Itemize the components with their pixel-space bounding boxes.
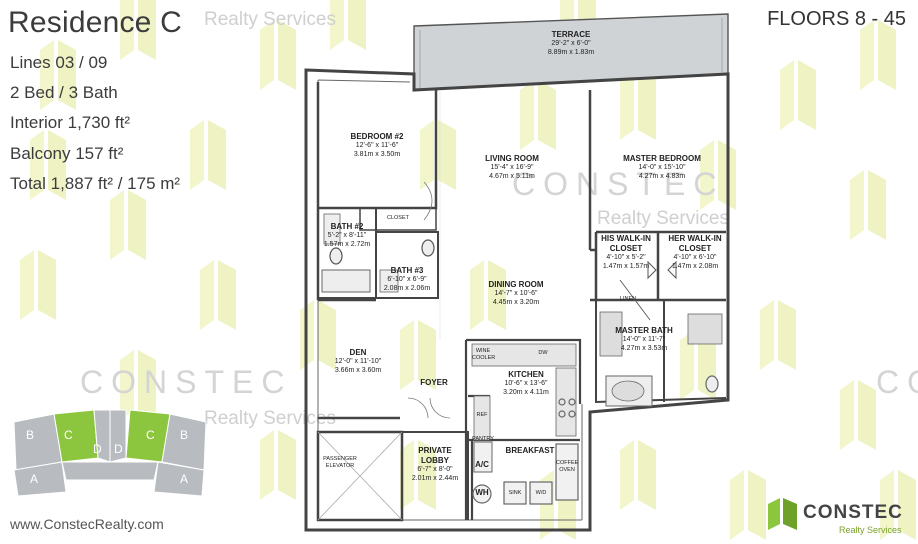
label-ref: REF [476, 412, 488, 418]
brand-subtitle: Realty Services [839, 525, 902, 535]
keyplan-label-d-right: D [114, 442, 123, 456]
brand-logo-icon [768, 498, 797, 530]
key-plan [13, 409, 207, 497]
floors-range: FLOORS 8 - 45 [767, 8, 906, 30]
bath-3-box [375, 231, 439, 299]
watermark-brand-2: CONSTEC [512, 166, 725, 202]
exterior-walls [304, 68, 730, 532]
label-sink: SINK [508, 490, 522, 496]
room-closet: CLOSET [386, 215, 409, 221]
label-wd: W/D [535, 490, 547, 496]
room-foyer: FOYER [420, 378, 448, 387]
brand-name: CONSTEC [803, 502, 903, 523]
keyplan-label-d-left: D [93, 442, 102, 456]
label-wh: WH [475, 488, 489, 497]
label-coffee-oven: COFFEE OVEN [556, 460, 579, 473]
den-walls [318, 298, 400, 420]
label-wine-cooler: WINE COOLER [472, 348, 496, 361]
keyplan-label-b-left: B [26, 428, 35, 442]
spec-total: Total 1,887 ft² / 175 m² [10, 174, 181, 193]
residence-title: Residence C [8, 6, 182, 39]
keyplan-label-b-right: B [180, 428, 189, 442]
label-dw: DW [538, 350, 548, 356]
keyplan-label-c-left: C [64, 428, 73, 442]
label-ac: A/C [475, 460, 489, 469]
master-bath-walls [595, 300, 727, 404]
master-bedroom-walls [588, 90, 726, 302]
keyplan-label-a-right: A [180, 472, 189, 486]
lobby-walls [402, 431, 469, 520]
website-url: www.ConstecRealty.com [10, 516, 164, 532]
spec-balcony: Balcony 157 ft² [10, 144, 124, 163]
watermark-brand-3: CONSTEC [876, 364, 918, 400]
spec-beds-baths: 2 Bed / 3 Bath [10, 83, 118, 102]
room-linen: LINEN [619, 296, 637, 302]
keyplan-label-a-left: A [30, 472, 39, 486]
elevator-box [316, 430, 404, 522]
label-elevator: PASSENGER ELEVATOR [323, 456, 357, 469]
watermark-realty-2: Realty Services [597, 208, 729, 229]
closet-box [359, 207, 437, 231]
watermark-realty-1: Realty Services [204, 9, 336, 30]
spec-interior: Interior 1,730 ft² [10, 113, 131, 132]
room-breakfast: BREAKFAST [505, 446, 555, 455]
label-pantry: PANTRY [472, 436, 494, 442]
keyplan-label-c-right: C [146, 428, 155, 442]
watermark-realty-3: Realty Services [204, 408, 336, 429]
watermark-brand-1: CONSTEC [80, 364, 293, 400]
spec-lines: Lines 03 / 09 [10, 53, 108, 72]
